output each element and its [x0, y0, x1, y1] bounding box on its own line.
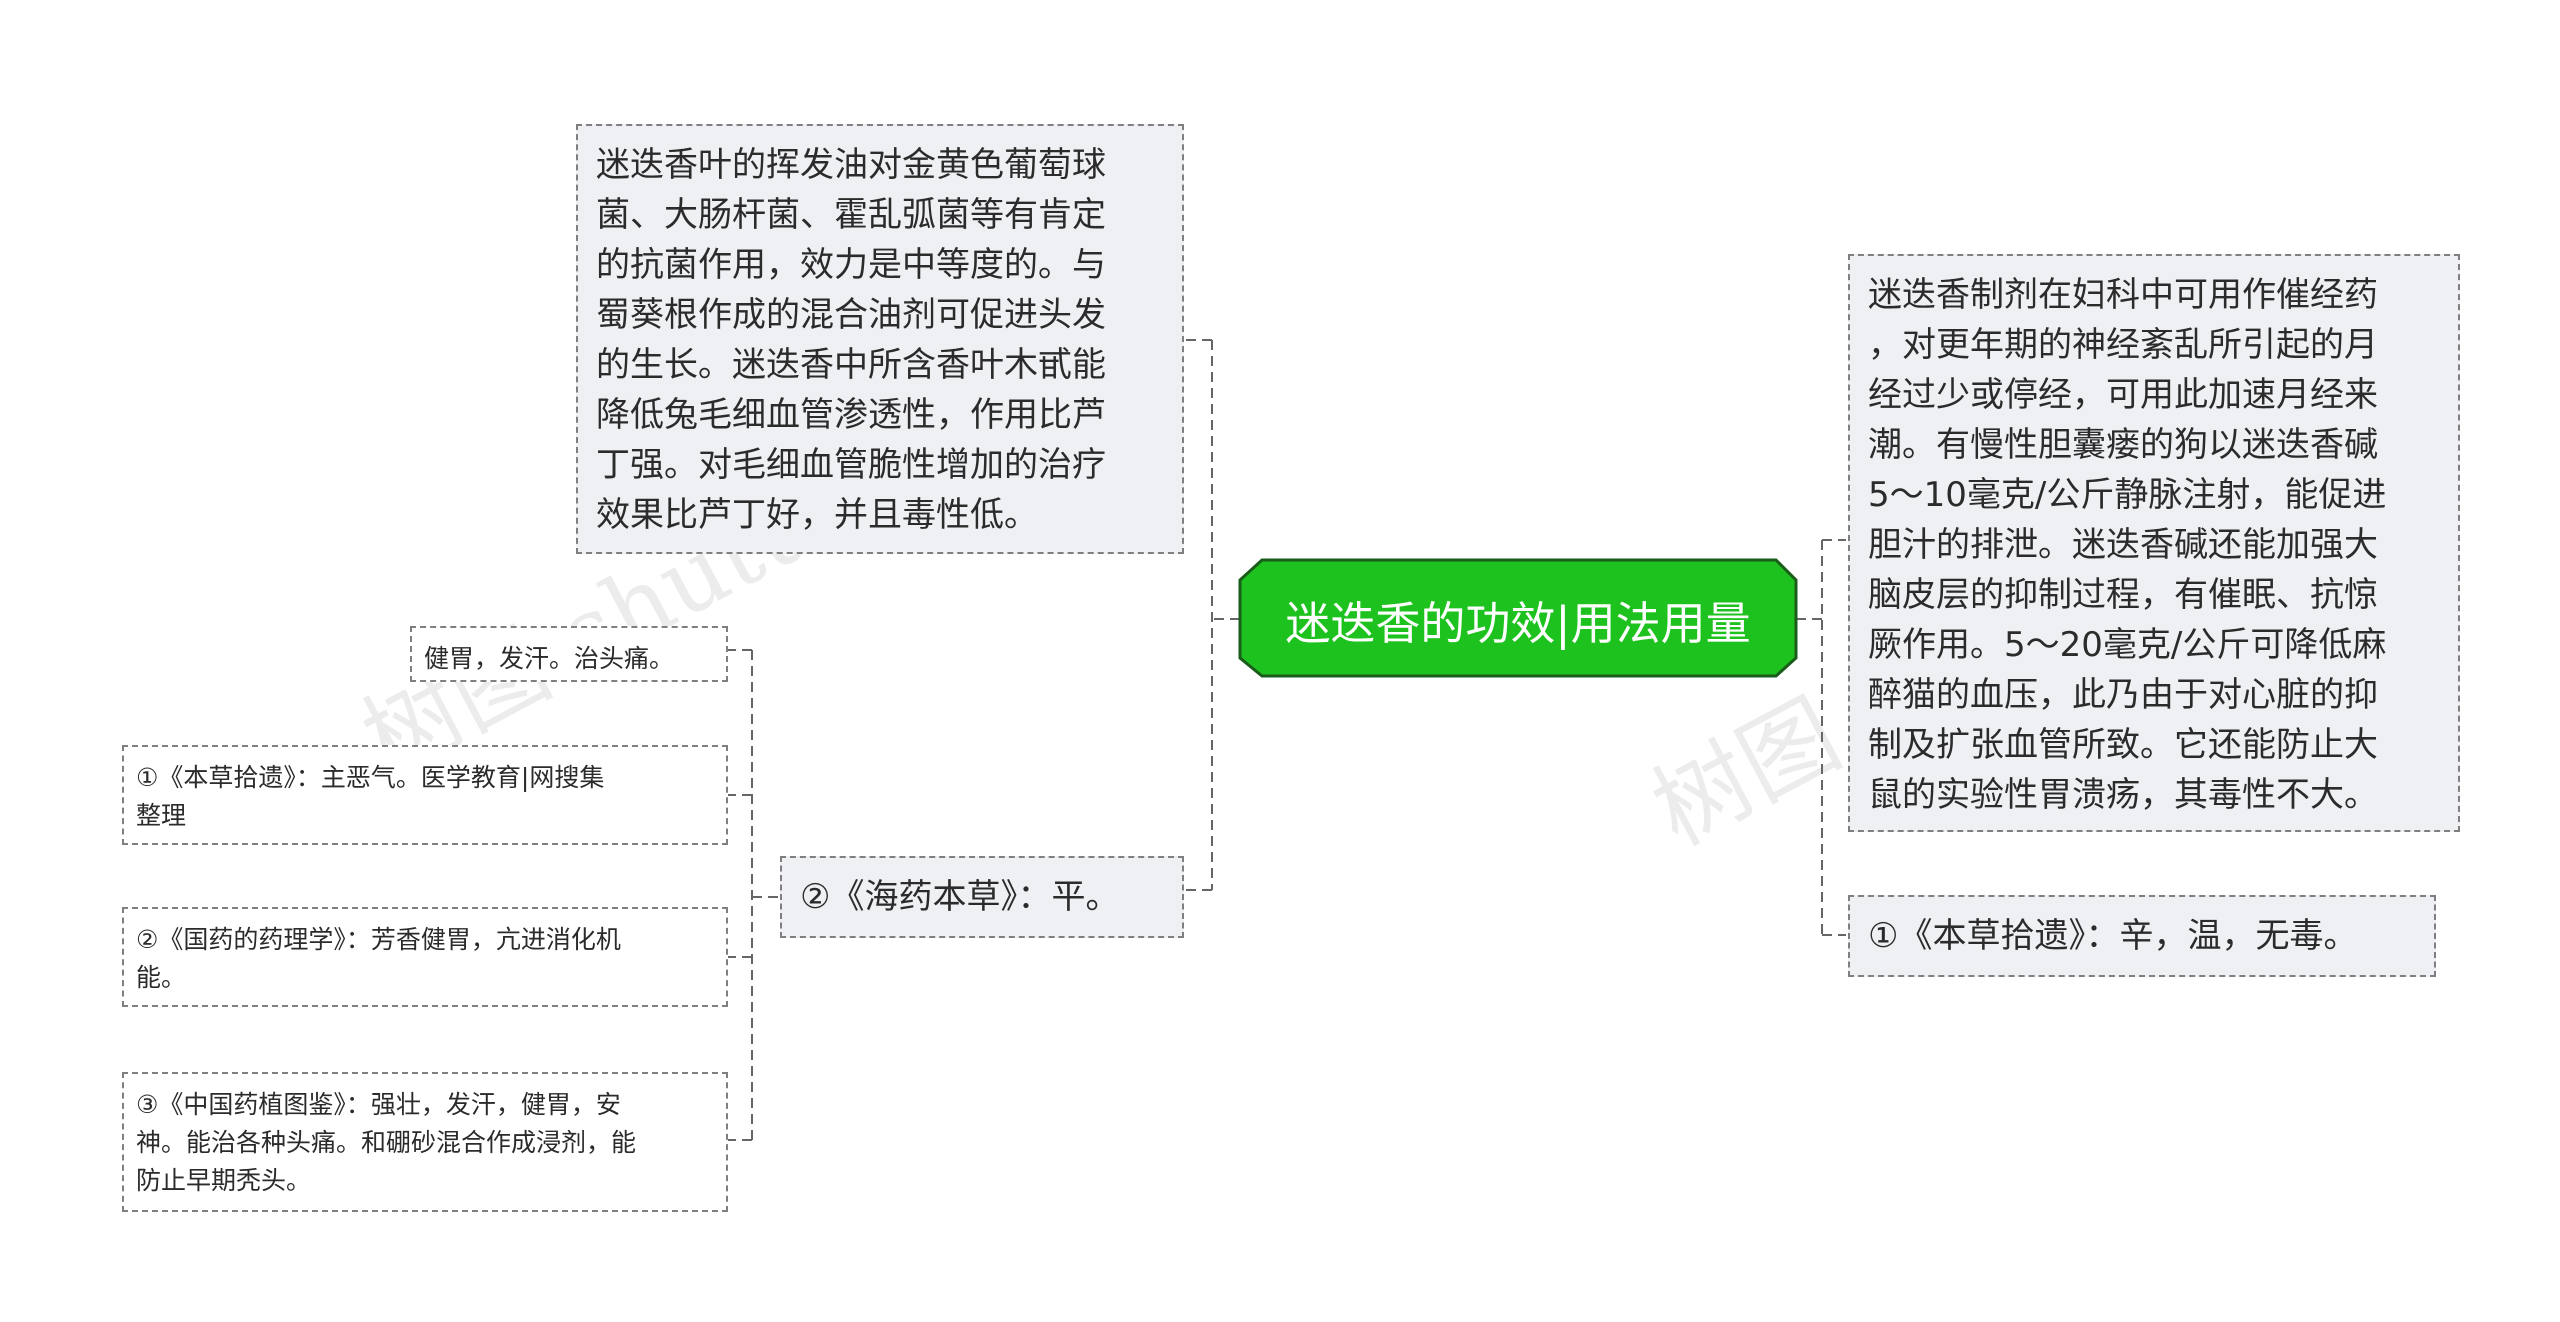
node-child-2[interactable]: ①《本草拾遗》：主恶气。医学教育|网搜集 整理 [122, 745, 728, 845]
root-node-label[interactable]: 迷迭香的功效|用法用量 [1285, 596, 1751, 650]
node-pharmacology[interactable]: 迷迭香叶的挥发油对金黄色葡萄球 菌、大肠杆菌、霍乱弧菌等有肯定 的抗菌作用，效力… [576, 124, 1184, 554]
node-child-3[interactable]: ②《国药的药理学》：芳香健胃，亢进消化机 能。 [122, 907, 728, 1007]
node-clinical[interactable]: 迷迭香制剂在妇科中可用作催经药 ，对更年期的神经紊乱所引起的月 经过少或停经，可… [1848, 254, 2460, 832]
node-bencao-shiyi[interactable]: ①《本草拾遗》：辛，温，无毒。 [1848, 895, 2436, 977]
node-child-4[interactable]: ③《中国药植图鉴》：强壮，发汗，健胃，安 神。能治各种头痛。和硼砂混合作成浸剂，… [122, 1072, 728, 1212]
node-haiyao-bencao[interactable]: ②《海药本草》：平。 [780, 856, 1184, 938]
node-child-1[interactable]: 健胃，发汗。治头痛。 [410, 626, 728, 682]
root-node-bg [1238, 558, 1798, 678]
